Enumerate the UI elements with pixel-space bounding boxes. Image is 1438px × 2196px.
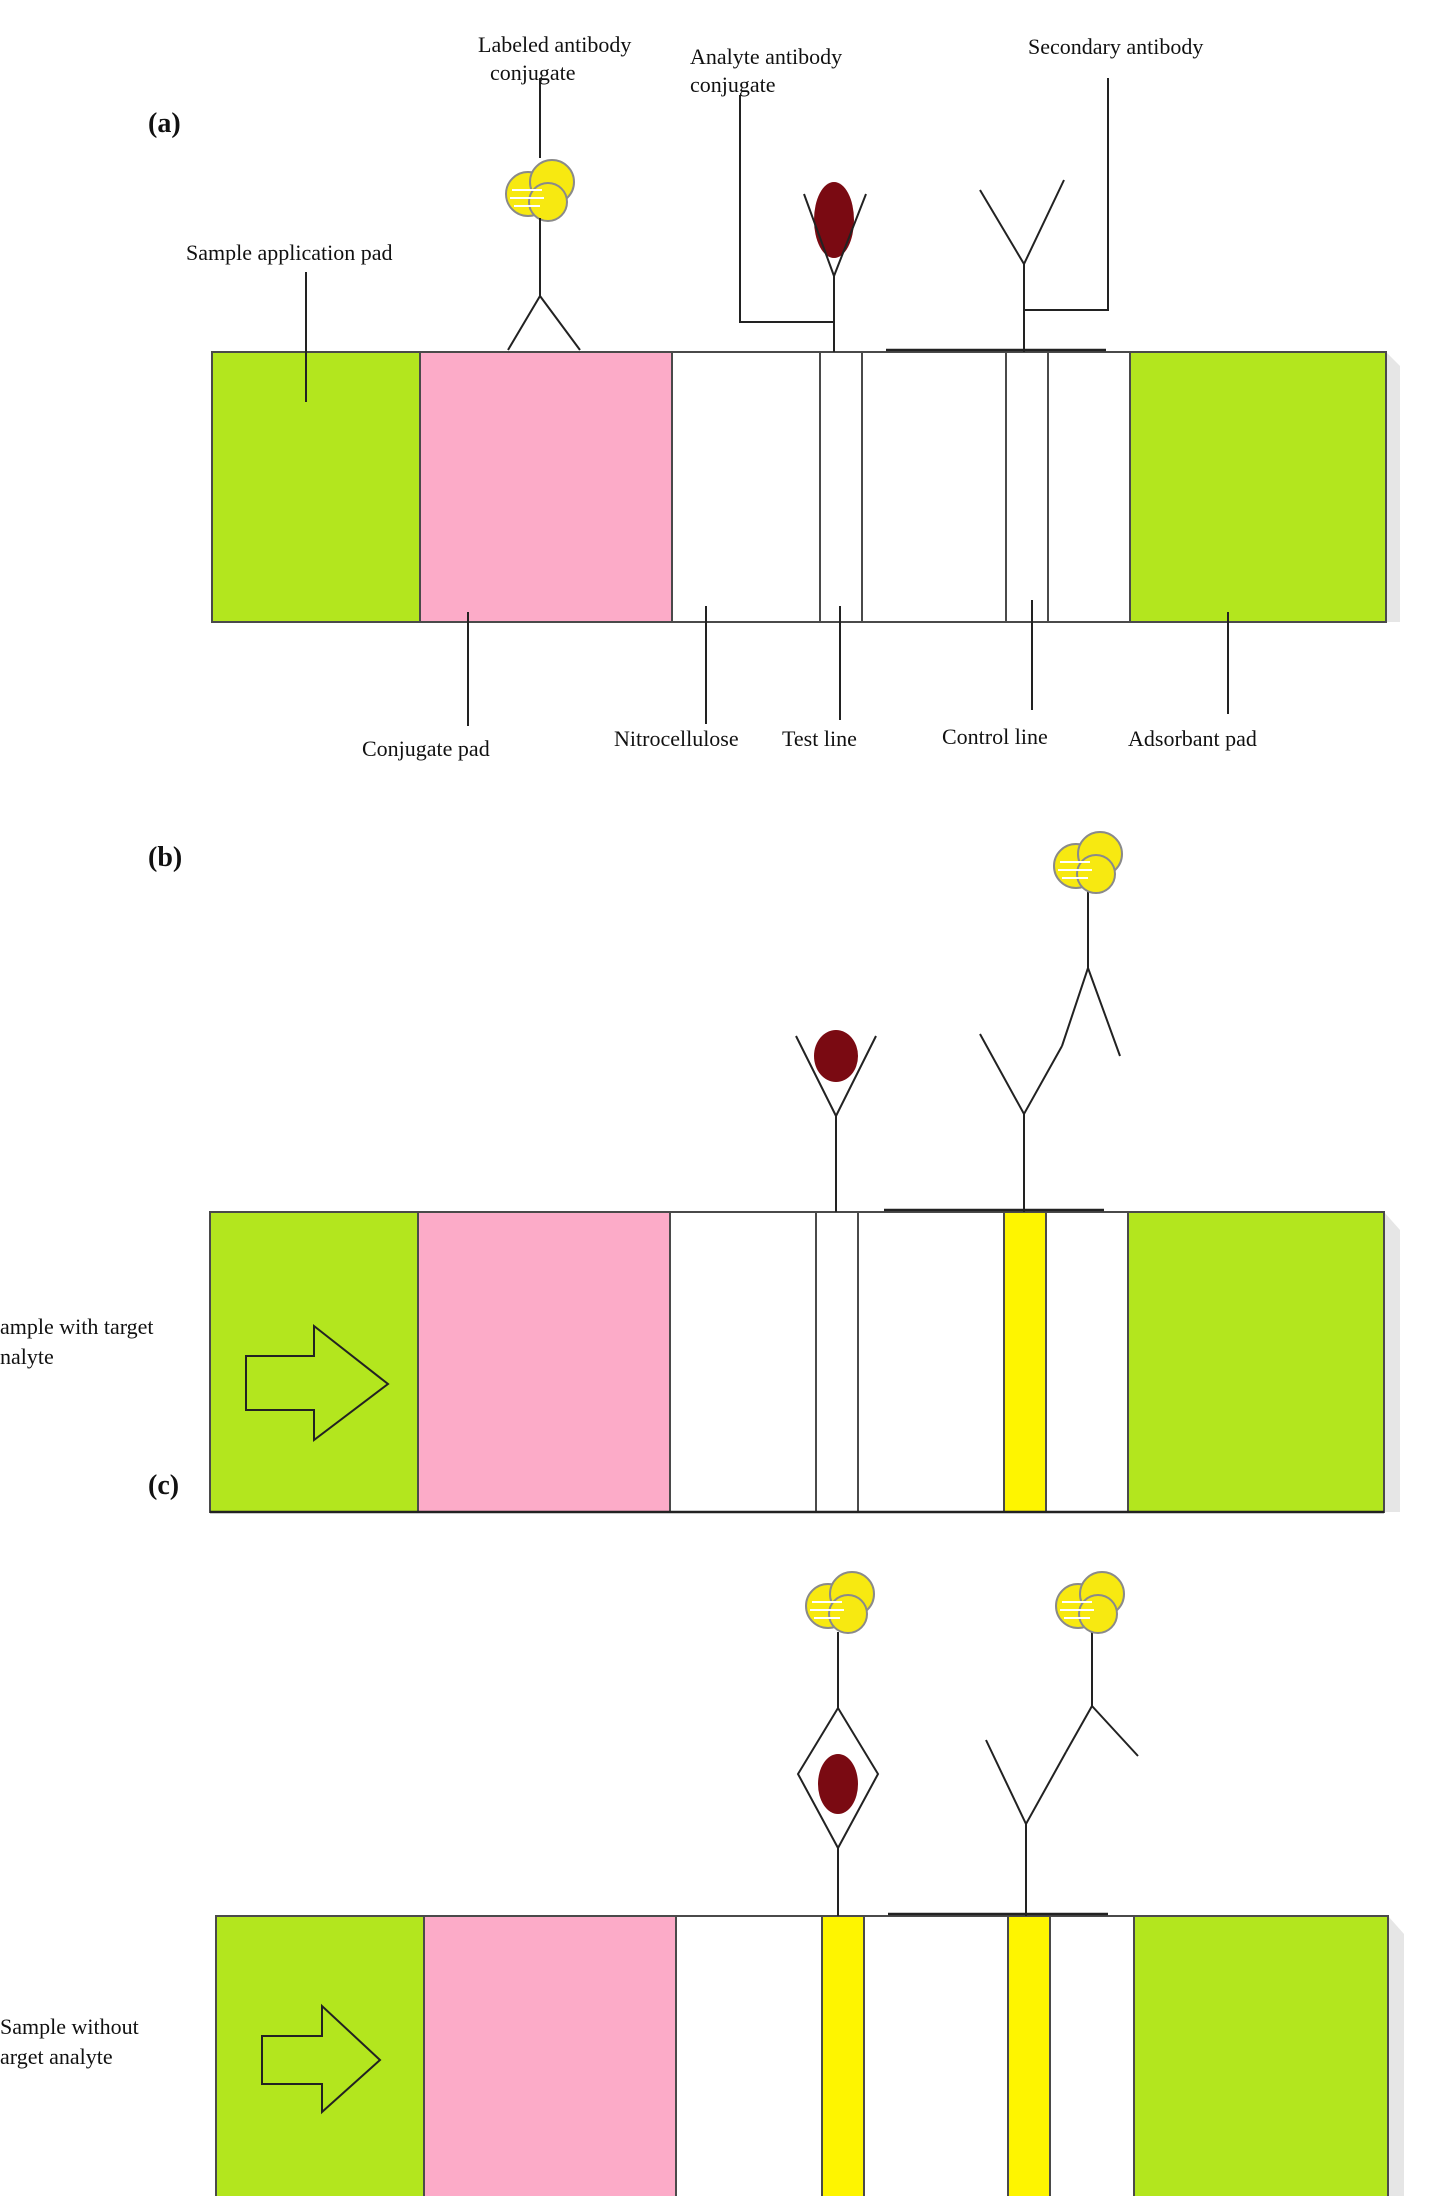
label-sample-pad: Sample application pad <box>186 240 393 265</box>
panel-c-tag: (c) <box>148 1470 179 1501</box>
label-conjugate-pad: Conjugate pad <box>362 736 490 761</box>
label-labeled-antibody-1: Labeled antibody <box>478 32 631 57</box>
control-line-c <box>1007 1915 1051 2196</box>
analyte-drop-icon <box>814 1030 858 1082</box>
test-line-c <box>821 1915 865 2196</box>
analyte-antibody-b <box>795 1030 877 1212</box>
adsorbant-pad-c <box>1133 1915 1389 2196</box>
y-shape-antibody-icon <box>1061 890 1121 1057</box>
panel-a: (a) Labeled antibod <box>148 32 1400 761</box>
panel-a-tag: (a) <box>148 108 181 139</box>
y-shape-antibody-icon <box>795 1035 877 1212</box>
gold-nanoparticle-cluster-icon <box>505 159 575 222</box>
test-line-b <box>815 1211 859 1513</box>
sample-pad-a <box>211 351 421 623</box>
panel-c: (c) Sample without arget analy <box>0 1470 1404 2196</box>
y-shape-antibody-icon <box>979 179 1065 352</box>
sandwich-complex-c <box>796 1571 880 1916</box>
secondary-antibody-a <box>886 78 1109 352</box>
side-label-b-1: ample with target <box>0 1314 154 1339</box>
label-nitrocellulose: Nitrocellulose <box>614 726 739 751</box>
y-shape-antibody-icon <box>1065 1632 1139 1757</box>
conjugate-pad-a <box>419 351 673 623</box>
adsorbant-pad-a <box>1129 351 1387 623</box>
strip-b-edge <box>1384 1212 1400 1512</box>
nitrocellulose-b <box>669 1211 1129 1513</box>
side-label-c-1: Sample without <box>0 2014 139 2039</box>
nitrocellulose-c <box>675 1915 1135 2196</box>
control-line-a <box>1005 351 1049 623</box>
nitrocellulose-a <box>671 351 1131 623</box>
strip-a <box>211 351 1400 623</box>
label-adsorbant-pad: Adsorbant pad <box>1128 726 1257 751</box>
label-secondary-antibody: Secondary antibody <box>1028 34 1203 59</box>
sample-pad-b <box>209 1211 419 1513</box>
panel-b-tag: (b) <box>148 842 182 873</box>
conjugate-pad-c <box>423 1915 677 2196</box>
test-line-a <box>819 351 863 623</box>
label-test-line: Test line <box>782 726 857 751</box>
y-shape-antibody-icon <box>985 1739 1067 1916</box>
label-analyte-antibody-1: Analyte antibody <box>690 44 842 69</box>
right-arrow-icon <box>261 2003 382 2115</box>
label-analyte-antibody-2: conjugate <box>690 72 776 97</box>
y-shape-antibody-icon <box>803 193 867 352</box>
label-control-line: Control line <box>942 724 1048 749</box>
side-label-b-2: nalyte <box>0 1344 54 1369</box>
secondary-antibody-b <box>884 831 1123 1212</box>
analyte-antibody-a <box>739 95 867 352</box>
strip-c <box>215 1915 1404 2196</box>
gold-nanoparticle-cluster-icon <box>1053 831 1123 894</box>
analyte-drop-icon <box>818 1754 858 1814</box>
gold-nanoparticle-cluster-icon <box>1055 1571 1125 1634</box>
adsorbant-pad-b <box>1127 1211 1385 1513</box>
right-arrow-icon <box>245 1323 390 1443</box>
y-shape-antibody-icon <box>979 1033 1063 1212</box>
leader-secondary-antibody <box>1024 78 1109 311</box>
analyte-drop-icon <box>814 182 854 258</box>
strip-a-edge <box>1386 352 1400 622</box>
control-line-b <box>1003 1211 1047 1513</box>
strip-b <box>209 1211 1400 1514</box>
sample-pad-c <box>215 1915 425 2196</box>
panel-b: (b) ample with target nalyte <box>0 831 1400 1514</box>
labeled-antibody-conjugate-a <box>505 78 581 351</box>
gold-nanoparticle-cluster-icon <box>805 1571 875 1634</box>
leader-analyte-antibody <box>739 95 834 323</box>
conjugate-pad-b <box>417 1211 671 1513</box>
y-shape-antibody-icon <box>507 218 581 351</box>
label-labeled-antibody-2: conjugate <box>490 60 576 85</box>
side-label-c-2: arget analyte <box>0 2044 113 2069</box>
strip-c-edge <box>1388 1916 1404 2196</box>
secondary-antibody-c <box>888 1571 1139 1916</box>
